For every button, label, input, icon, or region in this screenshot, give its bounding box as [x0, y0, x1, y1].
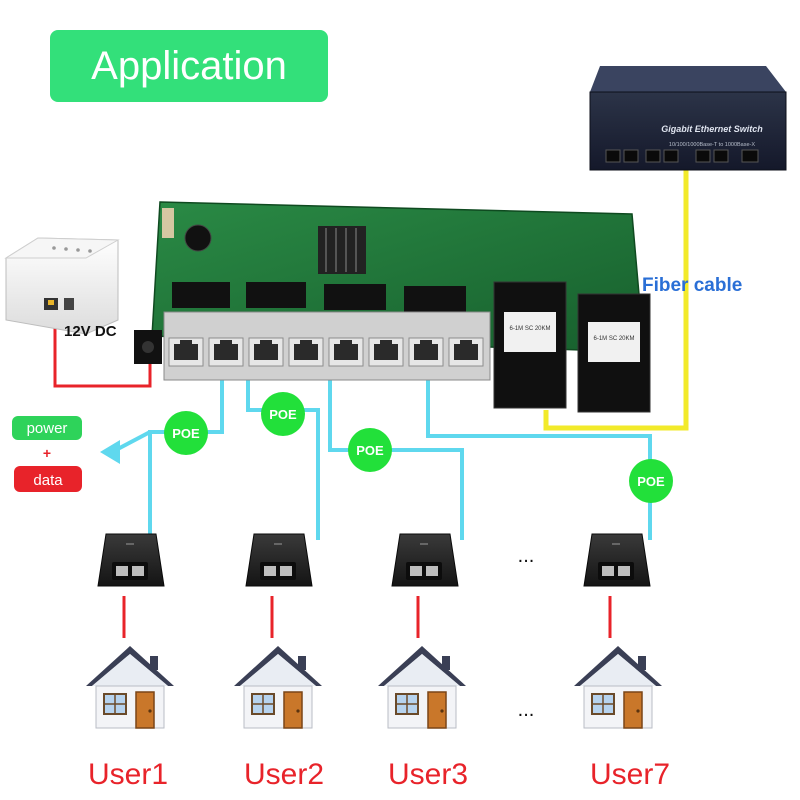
- dc-power-wire: [53, 296, 152, 388]
- header-banner: [50, 30, 328, 102]
- power-badge: [12, 416, 82, 440]
- user-label-2: User2: [244, 758, 324, 791]
- poe-injector-1: [97, 533, 165, 587]
- user-house-4: [573, 645, 663, 729]
- user-house-3: [377, 645, 467, 729]
- poe-bubble-2: POE: [261, 392, 305, 436]
- user-label-4: User7: [590, 758, 670, 791]
- svg-text:POE: POE: [269, 407, 297, 422]
- header-title: Application: [91, 44, 287, 88]
- poe-bubble-3: POE: [348, 428, 392, 472]
- poe-bubble-4: POE: [629, 459, 673, 503]
- fiber-cable: [543, 168, 689, 431]
- svg-text:POE: POE: [356, 443, 384, 458]
- user-label-1: User1: [88, 758, 168, 791]
- switch-spec-label: 10/100/1000Base-T to 1000Base-X: [669, 142, 755, 148]
- capacitor: [184, 224, 212, 252]
- onu-router: [4, 237, 120, 335]
- user-house-1: [85, 645, 175, 729]
- poe-bubble-1: POE: [164, 411, 208, 455]
- switch-brand-label: Gigabit Ethernet Switch: [661, 124, 763, 134]
- poe-injector-3: [391, 533, 459, 587]
- user-house-2: [233, 645, 323, 729]
- user-label-3: User3: [388, 758, 468, 791]
- injector-house-cables: [122, 596, 612, 638]
- transformer-blocks: [172, 282, 466, 312]
- svg-text:POE: POE: [637, 474, 665, 489]
- ellipsis-injectors: ...: [518, 545, 535, 567]
- output-arrow: [100, 440, 120, 464]
- power-label: power: [27, 420, 68, 437]
- svg-text:6-1M SC 20KM: 6-1M SC 20KM: [509, 326, 550, 332]
- fiber-cable-label: Fiber cable: [642, 275, 742, 296]
- plus-label: +: [43, 445, 51, 461]
- power-connector: [162, 208, 174, 238]
- svg-text:POE: POE: [172, 426, 200, 441]
- poe-injector-4: [583, 533, 651, 587]
- poe-injector-2: [245, 533, 313, 587]
- gigabit-ethernet-switch: Gigabit Ethernet Switch 10/100/1000Base-…: [589, 66, 787, 171]
- data-label: data: [33, 472, 63, 489]
- data-badge: [14, 466, 82, 492]
- rj45-port-row: [163, 311, 491, 381]
- sfp-module-2: 6-1M SC 20KM: [577, 293, 651, 413]
- dc-label: 12V DC: [64, 323, 117, 340]
- ellipsis-houses: ...: [518, 699, 535, 721]
- svg-text:6-1M SC 20KM: 6-1M SC 20KM: [593, 336, 634, 342]
- sfp-module-1: 6-1M SC 20KM: [493, 281, 567, 409]
